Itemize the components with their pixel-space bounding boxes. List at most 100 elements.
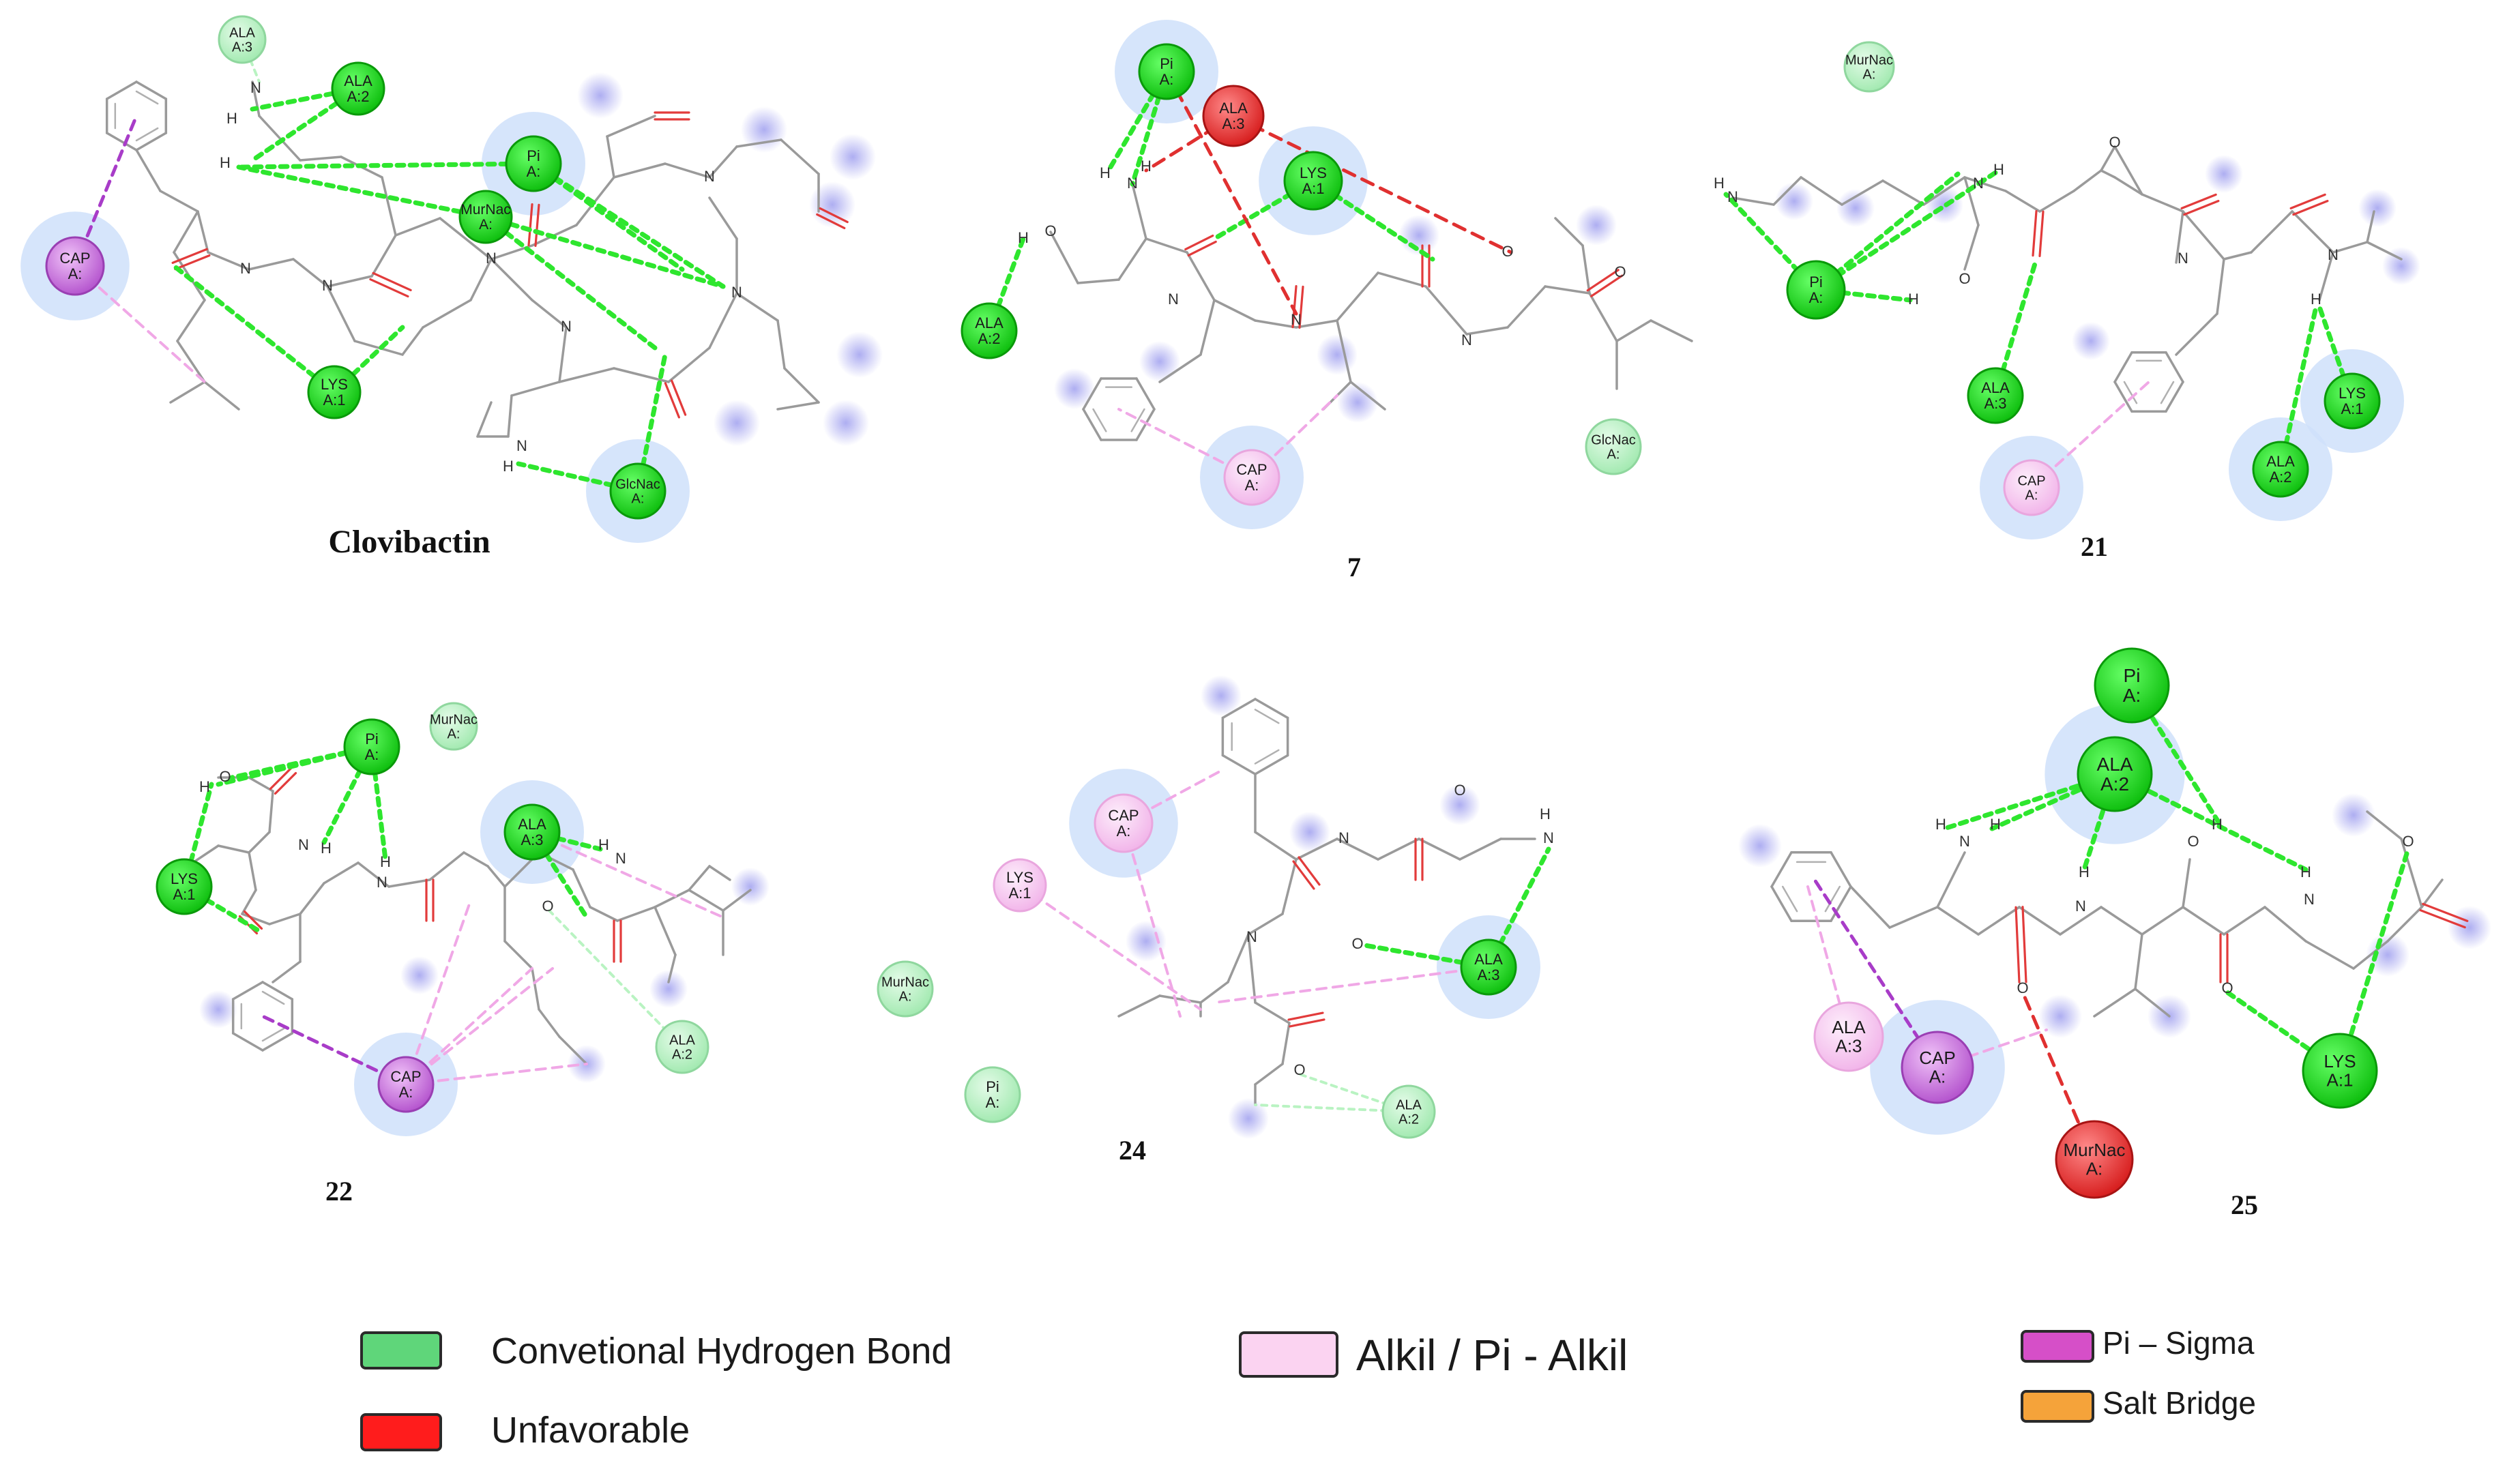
backbone (1650, 319, 1693, 342)
hydrogen-atom: H (1908, 291, 1919, 308)
residue-name: CAP (390, 1068, 421, 1085)
benzene-ring (2113, 381, 2133, 413)
residue-chain: A: (527, 163, 541, 180)
backbone (1977, 906, 2021, 936)
residue-bubble (2324, 372, 2381, 430)
backbone-2 (2366, 241, 2403, 261)
c-o-double (664, 382, 680, 419)
residue-name: MurNac (881, 975, 929, 990)
residue-name: CAP (2017, 473, 2045, 488)
backbone (708, 145, 738, 179)
lys-chain (299, 156, 342, 162)
backbone (292, 258, 329, 288)
hbond-line (2337, 846, 2411, 1074)
residue-chain: A:3 (1222, 115, 1244, 132)
nitrogen-atom: N (1543, 829, 1554, 846)
atom-halo (809, 181, 855, 228)
residue-bubble (993, 858, 1047, 913)
lactone-chain (507, 394, 513, 438)
benzyl (2175, 312, 2218, 356)
side-chain-leu (176, 340, 206, 383)
backbone (1615, 319, 1652, 342)
benzene-ring-inner (261, 1027, 285, 1042)
macro-ring (613, 367, 670, 383)
alkyl-line (1122, 822, 1182, 1018)
side-a (217, 844, 250, 854)
c-o-double (174, 254, 211, 271)
residue-bubble (1585, 418, 1642, 475)
residue-bubble (343, 718, 400, 775)
val-branch (2134, 988, 2171, 1018)
atom-halo (1576, 205, 1617, 246)
residue-chain: A:2 (672, 1047, 692, 1062)
residue-name: ALA (669, 1033, 695, 1048)
backbone (248, 776, 274, 793)
backbone (1295, 838, 1338, 861)
oxygen-atom: O (1293, 1061, 1305, 1078)
residue-chain: A:3 (232, 40, 252, 55)
ring-backbone (353, 340, 404, 356)
benzene-ring (2165, 351, 2184, 383)
ester (1254, 1063, 1284, 1086)
c-o-double (2038, 210, 2045, 257)
ring-backbone (469, 258, 493, 301)
backbone (1459, 838, 1502, 861)
c-o-double (1590, 274, 1624, 297)
side-chain-leu (176, 299, 206, 342)
backbone (780, 138, 820, 175)
unfavorable-line (1144, 114, 1235, 173)
n-branch (2318, 251, 2334, 301)
lactone-chain (490, 258, 533, 301)
hbond-line (1813, 171, 1961, 293)
amine (1131, 183, 1147, 240)
atom-halo (2072, 322, 2110, 360)
residue-bubble (45, 236, 105, 296)
lysine-chain (1800, 176, 1843, 206)
oxygen-atom: O (1501, 243, 1513, 260)
ring-backbone (422, 299, 472, 329)
backbone (1849, 885, 1891, 929)
lactone-chain (531, 299, 568, 329)
c-o-double (1184, 234, 1214, 251)
nitrogen-atom: N (377, 874, 387, 891)
backbone-2 (2291, 210, 2334, 254)
residue-bubble (2252, 441, 2309, 498)
backbone (1465, 326, 1509, 336)
benzene-ring (105, 132, 138, 151)
epoxide (2113, 145, 2143, 196)
nitrogen-atom: N (1973, 175, 1984, 192)
leu-side (783, 367, 820, 404)
oxygen-atom: O (1959, 270, 1970, 287)
leucine-chain (1199, 981, 1229, 1004)
amide (476, 401, 493, 438)
c-o-double (816, 213, 846, 230)
atom-halo (1775, 182, 1813, 220)
backbone (1117, 237, 1147, 281)
residue-chain: A: (399, 1084, 413, 1101)
residue-name: ALA (975, 314, 1003, 331)
nitrogen-atom: N (2304, 891, 2315, 908)
benzene-ring (135, 132, 168, 151)
c-o-double (269, 767, 293, 790)
backbone (1588, 292, 1618, 342)
backbone (2141, 906, 2184, 936)
panel-title: 7 (1347, 552, 1361, 582)
benzene-ring-inner (261, 990, 285, 1005)
residue-pi-a-: PiA: (1138, 43, 1195, 100)
benzene-ring-inner (135, 127, 159, 142)
backbone (387, 878, 431, 888)
c-o-double (372, 271, 412, 292)
panel-title: 22 (325, 1176, 353, 1207)
hexyl-chain (538, 1008, 561, 1038)
residue-chain: A:3 (521, 831, 543, 848)
atom-halo (1317, 334, 1358, 375)
atom-halo (1228, 1098, 1269, 1139)
benzene-ring-inner (1254, 709, 1280, 724)
atom-halo (1139, 341, 1180, 382)
residue-bubble (377, 1056, 435, 1113)
ester (1247, 933, 1257, 1004)
backbone (2263, 906, 2307, 943)
